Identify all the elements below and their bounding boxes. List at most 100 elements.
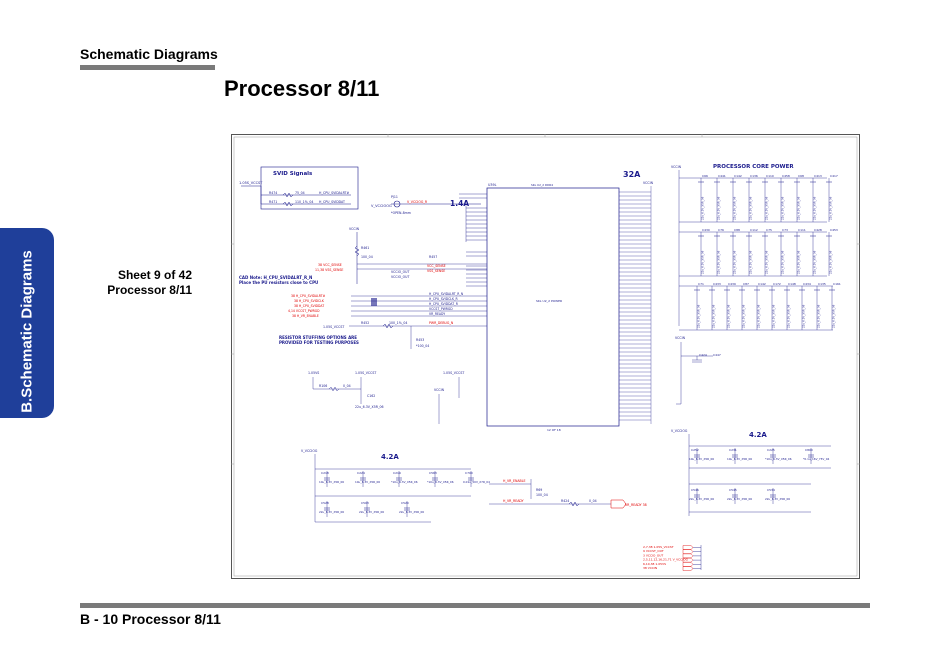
sheet-frame	[231, 134, 860, 579]
cap-right-top-value: 10u_6.3V_X5R_06	[689, 457, 714, 461]
offpage-connector	[682, 545, 694, 550]
cap-value: 22u_6.3V_X5R_06	[733, 250, 737, 274]
schematic-sheet: SVID Signals 1.05S_VCCST R474 75_04 H_CP…	[231, 134, 861, 585]
vccin-mid: VCCIN	[434, 388, 445, 392]
cap-value: 22u_6.3V_X5R_06	[802, 304, 806, 328]
vr-enable: H_VR_ENABLE	[503, 479, 526, 483]
svid-left-2: 38 H_CPU_SVIDDAT	[294, 304, 324, 308]
cap-ref: C87	[743, 282, 749, 286]
cap-ref: C66	[702, 174, 708, 178]
caps-left-bot: C52822u_6.3V_X5R_06C50322u_6.3V_X5R_06C5…	[319, 501, 424, 517]
r452-val: 100_1%_04	[389, 321, 407, 325]
cap-left-bot-ref: C528	[321, 501, 329, 505]
cap-ref: C135	[818, 282, 826, 286]
svid-right-4: VR_READY	[429, 312, 445, 316]
core-power-title: PROCESSOR CORE POWER	[713, 164, 794, 170]
cad-note-2: Place the PU resistors close to CPU	[239, 280, 318, 285]
cap-ref: C458	[782, 174, 790, 178]
cap-right-top-value: 10u_6.3V_X5R_06	[727, 457, 752, 461]
r424-val: 0_04	[589, 499, 597, 503]
vss-sense: VSS_SENSE	[427, 269, 445, 273]
svid-left-0: 38 H_CPU_SVIDALRT#	[291, 294, 326, 298]
vccio-label: V_VCCIOOG	[371, 204, 392, 208]
cap-value: 22u_6.3V_X5R_06	[757, 304, 761, 328]
cap-value: 22u_6.3V_X5R_06	[797, 196, 801, 220]
offpage-label: 38 VCCIN	[643, 566, 657, 570]
u-main-part: SKL U2_2 DDR4	[531, 183, 553, 187]
cap-ref: C142	[734, 174, 742, 178]
cap-left-top-ref: C700	[465, 471, 473, 475]
cap-left-bot-value: 22u_6.3V_X5R_06	[399, 510, 424, 514]
offpage-label: 9 VCCST_OUT	[643, 549, 664, 553]
cap-ref: C88	[734, 228, 740, 232]
vccin-right: VCCIN	[671, 165, 682, 169]
cap-pair-0: C424	[699, 353, 707, 357]
r106-ref: R106	[319, 384, 327, 388]
svid-r1-net: H_CPU_SVIDALRT#	[319, 191, 349, 195]
cap-value: 22u_6.3V_X5R_06	[813, 196, 817, 220]
svid-r2: R471	[269, 200, 277, 204]
r461-ref: R461	[361, 246, 369, 250]
cap-value: 22u_6.3V_X5R_06	[781, 250, 785, 274]
cap-value: 22u_6.3V_X5R_06	[697, 304, 701, 328]
cap-row-3: C7122u_6.3V_X5R_06C43322u_6.3V_X5R_06C43…	[679, 282, 841, 331]
svid-title: SVID Signals	[273, 171, 313, 177]
cap-value: 22u_6.3V_X5R_06	[832, 304, 836, 328]
cap-value: 22u_6.3V_X5R_06	[742, 304, 746, 328]
offpage-label: 2,7,38 1.05S_VCCST	[643, 545, 674, 549]
cap-value: 22u_6.3V_X5R_06	[749, 196, 753, 220]
pj-ref: PJ11	[391, 195, 398, 199]
offpage-label: 3 VCCIO_OUT	[643, 553, 663, 557]
cap-left-bot-ref: C520	[401, 501, 409, 505]
svid-right-1: H_CPU_SVIDCLK_R	[429, 297, 459, 301]
cap-right-bot-ref: C545	[729, 488, 737, 492]
open-note: *OPEN-8mm	[391, 211, 411, 215]
cap-value: 22u_6.3V_X5R_06	[765, 250, 769, 274]
cap-value: 22u_6.3V_X5R_06	[817, 304, 821, 328]
vccio-out-2: VCCIO_OUT	[391, 275, 410, 279]
r424-ref: R424	[561, 499, 569, 503]
cap-right-top-value: *10u_6.3V_X5R_06	[765, 457, 792, 461]
caps-right-top: C25210u_6.3V_X5R_06C23110u_6.3V_X5R_06C2…	[689, 448, 829, 464]
footer-rule	[80, 603, 870, 608]
cap-left-top-ref: C224	[357, 471, 365, 475]
vccin-top: VCCIN	[643, 181, 654, 185]
vr-ready: H_VR_READY	[503, 499, 524, 503]
resistor-note-1: RESISTOR STUFFING OPTIONS ARE	[279, 335, 357, 340]
cap-ref: C441	[718, 174, 726, 178]
svid-right-2: H_CPU_SVIDDAT_R	[429, 302, 459, 306]
cap-value: 22u_6.3V_X5R_06	[813, 250, 817, 274]
cap-left-top-value: *10u_6.3V_X5R_06	[391, 480, 418, 484]
rail-vccst-3: 1.05S_VCCST	[443, 371, 464, 375]
rail-vccst-2: 1.05S_VCCST	[355, 371, 376, 375]
page-title: Processor 8/11	[224, 76, 380, 101]
cap-left-top-ref: C219	[393, 471, 401, 475]
vss-sense-left: 11,38 VSS_SENSE	[315, 268, 343, 272]
r69-ref: R69	[536, 488, 542, 492]
side-tab[interactable]: B.Schematic Diagrams	[0, 228, 54, 418]
cap-ref: C75	[766, 228, 772, 232]
offpage-connector	[682, 553, 694, 559]
section-header: Schematic Diagrams	[80, 46, 218, 62]
svid-left-1: 38 H_CPU_SVIDCLK	[294, 299, 325, 303]
cap-right-bot-value: 22u_6.3V_X5R_06	[727, 497, 752, 501]
cap-ref: C76	[718, 228, 724, 232]
side-tab-label: B.Schematic Diagrams	[18, 250, 36, 413]
cap-ref: C161	[833, 282, 841, 286]
cap-value: 22u_6.3V_X5R_06	[701, 196, 705, 220]
cap-left-bot-ref: C503	[361, 501, 369, 505]
cap-ref: C110	[766, 174, 774, 178]
r106-val: 0_04	[343, 384, 351, 388]
cap-right-top-ref: C231	[729, 448, 737, 452]
cap-value: 22u_6.3V_X5R_06	[829, 196, 833, 220]
cap-pair-1: C447	[713, 353, 721, 357]
r453-val: *100_04	[416, 344, 429, 348]
svid-r1-val: 75_04	[295, 191, 305, 195]
cap-ref: C112	[750, 228, 758, 232]
cap-left-top-value: 0.01u_50V_X7R_04	[463, 480, 490, 484]
cap-value: 22u_6.3V_X5R_06	[717, 250, 721, 274]
cap-right-bot-ref: C534	[767, 488, 775, 492]
cap-row-1: C66 22u_6.3V_X5R_06 C441 22u_6.3V_X5R_06 C14…	[679, 174, 838, 223]
vcc-sense-left: 38 VCC_SENSE	[318, 263, 342, 267]
